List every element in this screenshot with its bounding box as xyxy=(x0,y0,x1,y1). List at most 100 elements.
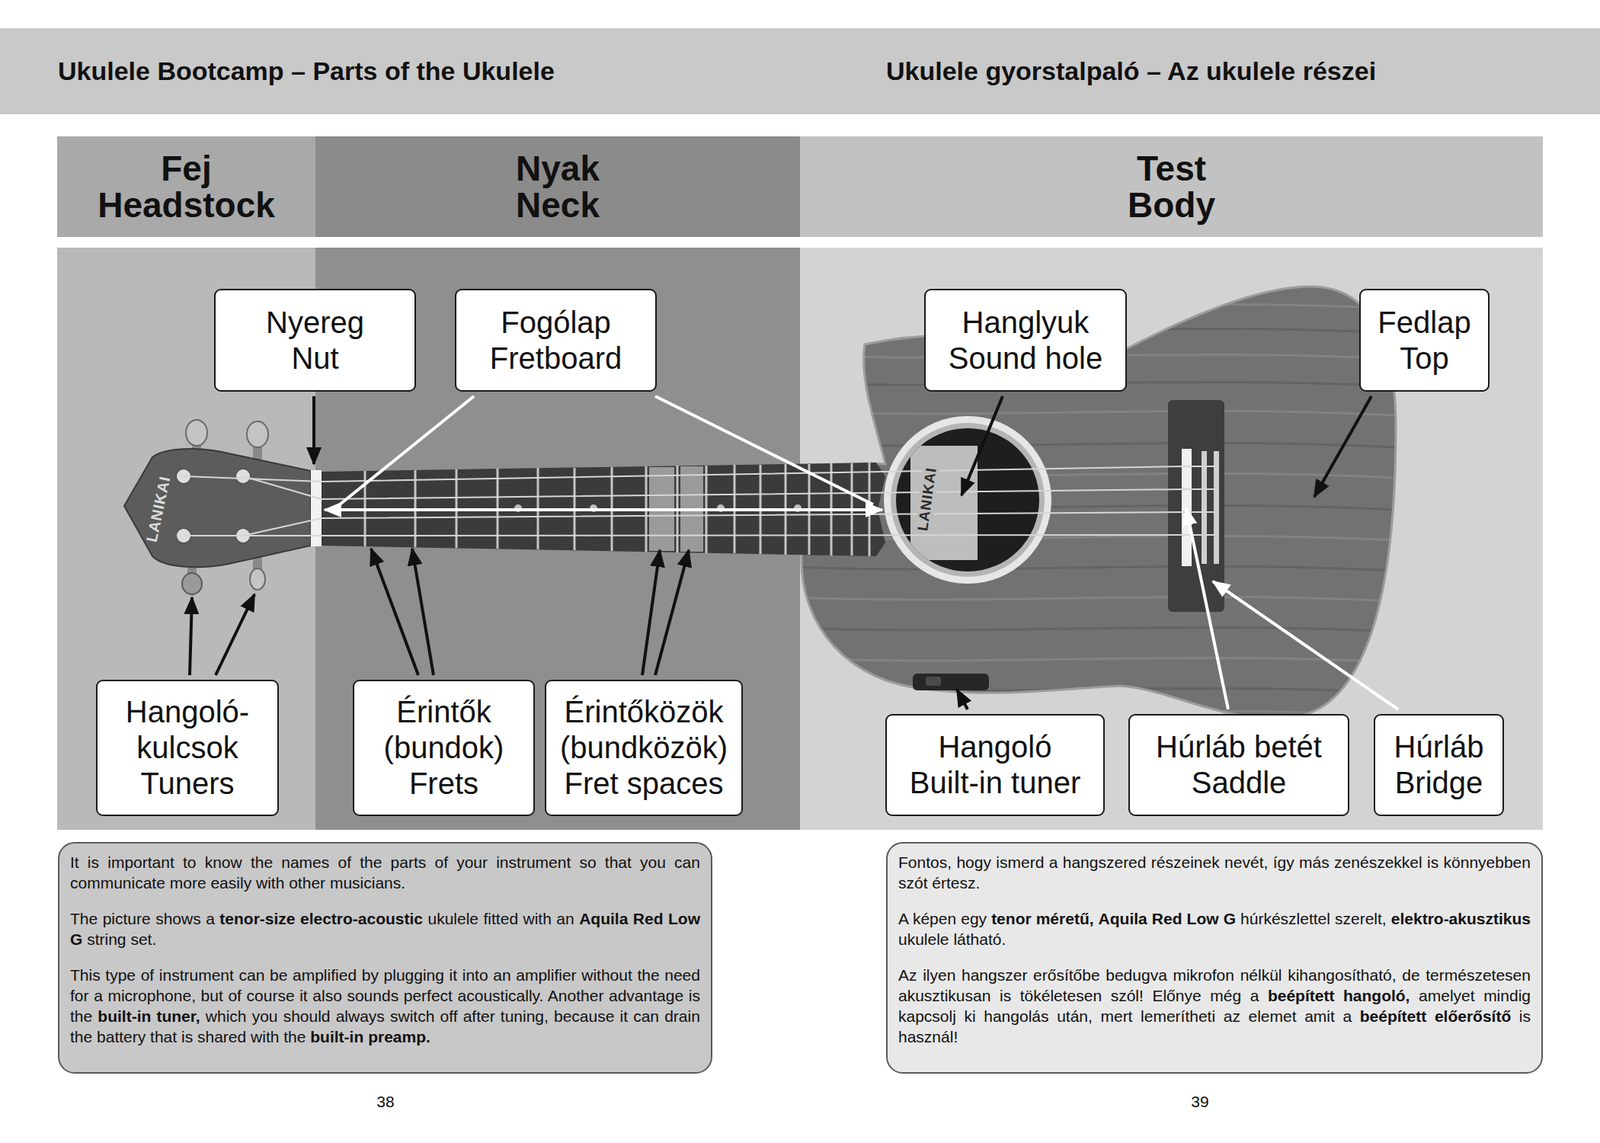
text-run: can xyxy=(674,853,701,871)
section-name: Test xyxy=(1136,150,1207,187)
text-run: is xyxy=(87,853,100,871)
bold-run: beépített xyxy=(1267,986,1335,1005)
section-name: Headstock xyxy=(97,186,276,224)
text-run: shared xyxy=(197,1027,247,1046)
part-label-box: FedlapTop xyxy=(1359,288,1490,392)
paragraph: This type of instrument can be amplified… xyxy=(70,964,701,1047)
text-run: ilyen xyxy=(922,966,956,984)
grain-line xyxy=(792,658,1410,663)
text-run: után, xyxy=(1056,1007,1093,1025)
leader-arrow xyxy=(215,594,255,676)
part-label-box: HúrlábBridge xyxy=(1373,713,1504,816)
part-label-box: Hangoló-kulcsokTuners xyxy=(96,679,279,816)
text-run: a xyxy=(1049,853,1059,871)
maker-label xyxy=(910,445,978,560)
section-band: FejHeadstock xyxy=(57,136,316,237)
grain-line xyxy=(792,627,1410,633)
text-run: kapcsolj xyxy=(898,1007,957,1025)
text-run: bedugva xyxy=(1105,966,1168,984)
bold-run: Low xyxy=(1187,909,1220,928)
text-run: with xyxy=(523,909,552,928)
text-run: részeinek xyxy=(1151,853,1220,871)
text-run: amit xyxy=(1304,1007,1335,1025)
part-name: Hanglyuk xyxy=(962,304,1090,341)
part-name: Tuners xyxy=(140,765,234,802)
tuner-knob xyxy=(185,419,208,446)
leader-arrow xyxy=(371,548,419,676)
text-run: amelyet xyxy=(1418,986,1476,1005)
string xyxy=(243,512,1220,536)
text-run: off xyxy=(440,1007,458,1025)
part-label-box: HangolóBuilt-in tuner xyxy=(885,713,1105,816)
text-run: Another xyxy=(547,986,605,1005)
paragraph: Fontos, hogy ismerd a hangszered részein… xyxy=(898,851,1531,893)
text-run: hangszered xyxy=(1062,853,1147,871)
bold-run: tuner, xyxy=(156,1007,200,1025)
text-run: használ! xyxy=(898,1027,958,1046)
text-run: instrument xyxy=(496,853,571,871)
double-arrow xyxy=(324,508,883,512)
part-name: Fogólap xyxy=(500,304,612,341)
string xyxy=(183,466,1220,482)
text-run: is xyxy=(1519,1007,1531,1025)
paragraph: Az ilyen hangszer erősítőbe bedugva mikr… xyxy=(898,964,1531,1047)
text-run: so xyxy=(579,853,596,871)
part-name: Built-in tuner xyxy=(909,764,1082,801)
grain-line xyxy=(792,688,1410,694)
text-run: képen xyxy=(912,909,957,928)
part-label-box: Érintők (bundok)Frets xyxy=(352,679,535,816)
grain-line xyxy=(792,411,1410,416)
section-name: Neck xyxy=(515,186,600,224)
section-name: Fej xyxy=(160,150,212,187)
grain-line xyxy=(792,443,1410,448)
text-run: Az xyxy=(898,966,918,984)
rosette xyxy=(883,416,1052,584)
text-run: communicate xyxy=(70,873,166,892)
leader-line xyxy=(655,396,874,505)
text-run: into xyxy=(462,966,489,984)
text-run: but xyxy=(201,986,224,1005)
text-run: ismerd xyxy=(995,853,1044,871)
text-run: nevét, xyxy=(1224,853,1268,871)
text-run: can xyxy=(633,1007,660,1025)
text-run: a xyxy=(93,986,103,1005)
bridge xyxy=(1168,400,1225,612)
text-run: kihangosítható, xyxy=(1287,966,1396,984)
text-run: advantage xyxy=(608,986,684,1005)
text-run: also xyxy=(312,986,343,1005)
part-name: Fret spaces xyxy=(564,765,724,802)
text-run: sounds xyxy=(346,986,399,1005)
bold-run: Aquila xyxy=(1098,909,1148,928)
text-run: acoustically. xyxy=(457,986,544,1005)
text-run: your xyxy=(456,853,488,871)
string xyxy=(183,534,1220,536)
title-text: Ukulele Bootcamp – Parts of the Ukulele xyxy=(57,55,887,87)
bold-run: Aquila xyxy=(579,909,628,928)
text-run: fitted xyxy=(483,909,519,928)
text-run: lemerítheti xyxy=(1140,1007,1216,1025)
part-name: Frets xyxy=(409,765,479,802)
body-shape xyxy=(801,286,1396,719)
bold-run: beépített xyxy=(1360,1007,1428,1025)
part-name: Sound hole xyxy=(948,340,1103,377)
text-run: of xyxy=(434,853,448,871)
text-run: perfect xyxy=(403,986,453,1005)
info-panel: Fontos, hogy ismerd a hangszered részein… xyxy=(886,841,1543,1074)
tuner-knob xyxy=(249,568,266,590)
bridge-block xyxy=(1168,400,1225,612)
ukulele-body xyxy=(792,286,1410,719)
page-number: 39 xyxy=(1190,1092,1209,1111)
text-run: még xyxy=(1209,986,1242,1005)
text-run: húrkészlettel xyxy=(1240,909,1331,928)
text-run: nélkül xyxy=(1240,966,1283,984)
text-run: the xyxy=(359,853,382,871)
text-run: it xyxy=(299,986,308,1005)
text-run: you xyxy=(252,1007,279,1025)
bold-run: built-in xyxy=(97,1007,151,1025)
part-name: Fretboard xyxy=(489,340,622,377)
text-run: más xyxy=(1299,853,1330,871)
grain-line xyxy=(792,536,1410,541)
bold-run: hangoló, xyxy=(1343,986,1411,1005)
text-run: should xyxy=(283,1007,331,1025)
